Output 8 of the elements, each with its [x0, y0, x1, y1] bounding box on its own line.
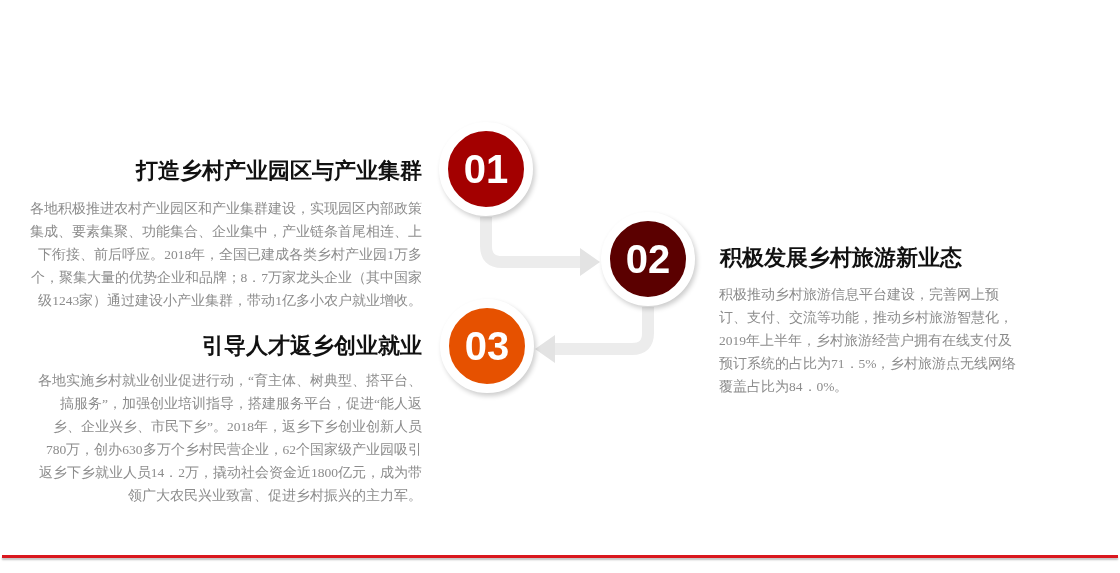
- body-text: 各地积极推进农村产业园区和产业集群建设，实现园区内部政策集成、要素集聚、功能集合、企业集中，产业链条首尾相连、上下衔接、前后呼应。2018年，全国已建成各类乡村产业园1万多个，聚集大量的优势企业和品牌；8．7万家龙头企业（其中国家级1243家）通过建设小产业集群，带动1亿多小农户就业增收。: [29, 200, 422, 310]
- body-text: 积极推动乡村旅游信息平台建设，完善网上预订、支付、交流等功能，推动乡村旅游智慧化，2019年上半年，乡村旅游经营户拥有在线支付及预订系统的占比为71．5%，乡村旅游点无线网络覆盖占比为84．0%。: [719, 286, 1018, 396]
- arrow: [480, 217, 600, 276]
- heading: 打造乡村产业园区与产业集群: [134, 157, 422, 185]
- arrow: [535, 307, 654, 363]
- heading: 引导人才返乡创业就业: [201, 332, 422, 360]
- body-text: 各地实施乡村就业创业促进行动，“育主体、树典型、搭平台、搞服务”，加强创业培训指导，搭建服务平台，促进“能人返乡、企业兴乡、市民下乡”。2018年，返乡下乡创业创新人员780万，创办630多万个乡村民营企业，62个国家级产业园吸引返乡下乡就业人员14．2万，撬动社会资金近1800亿元，成为带领广大农民兴业致富、促进乡村振兴的主力军。: [37, 372, 422, 505]
- heading: 积极发展乡村旅游新业态: [720, 244, 963, 272]
